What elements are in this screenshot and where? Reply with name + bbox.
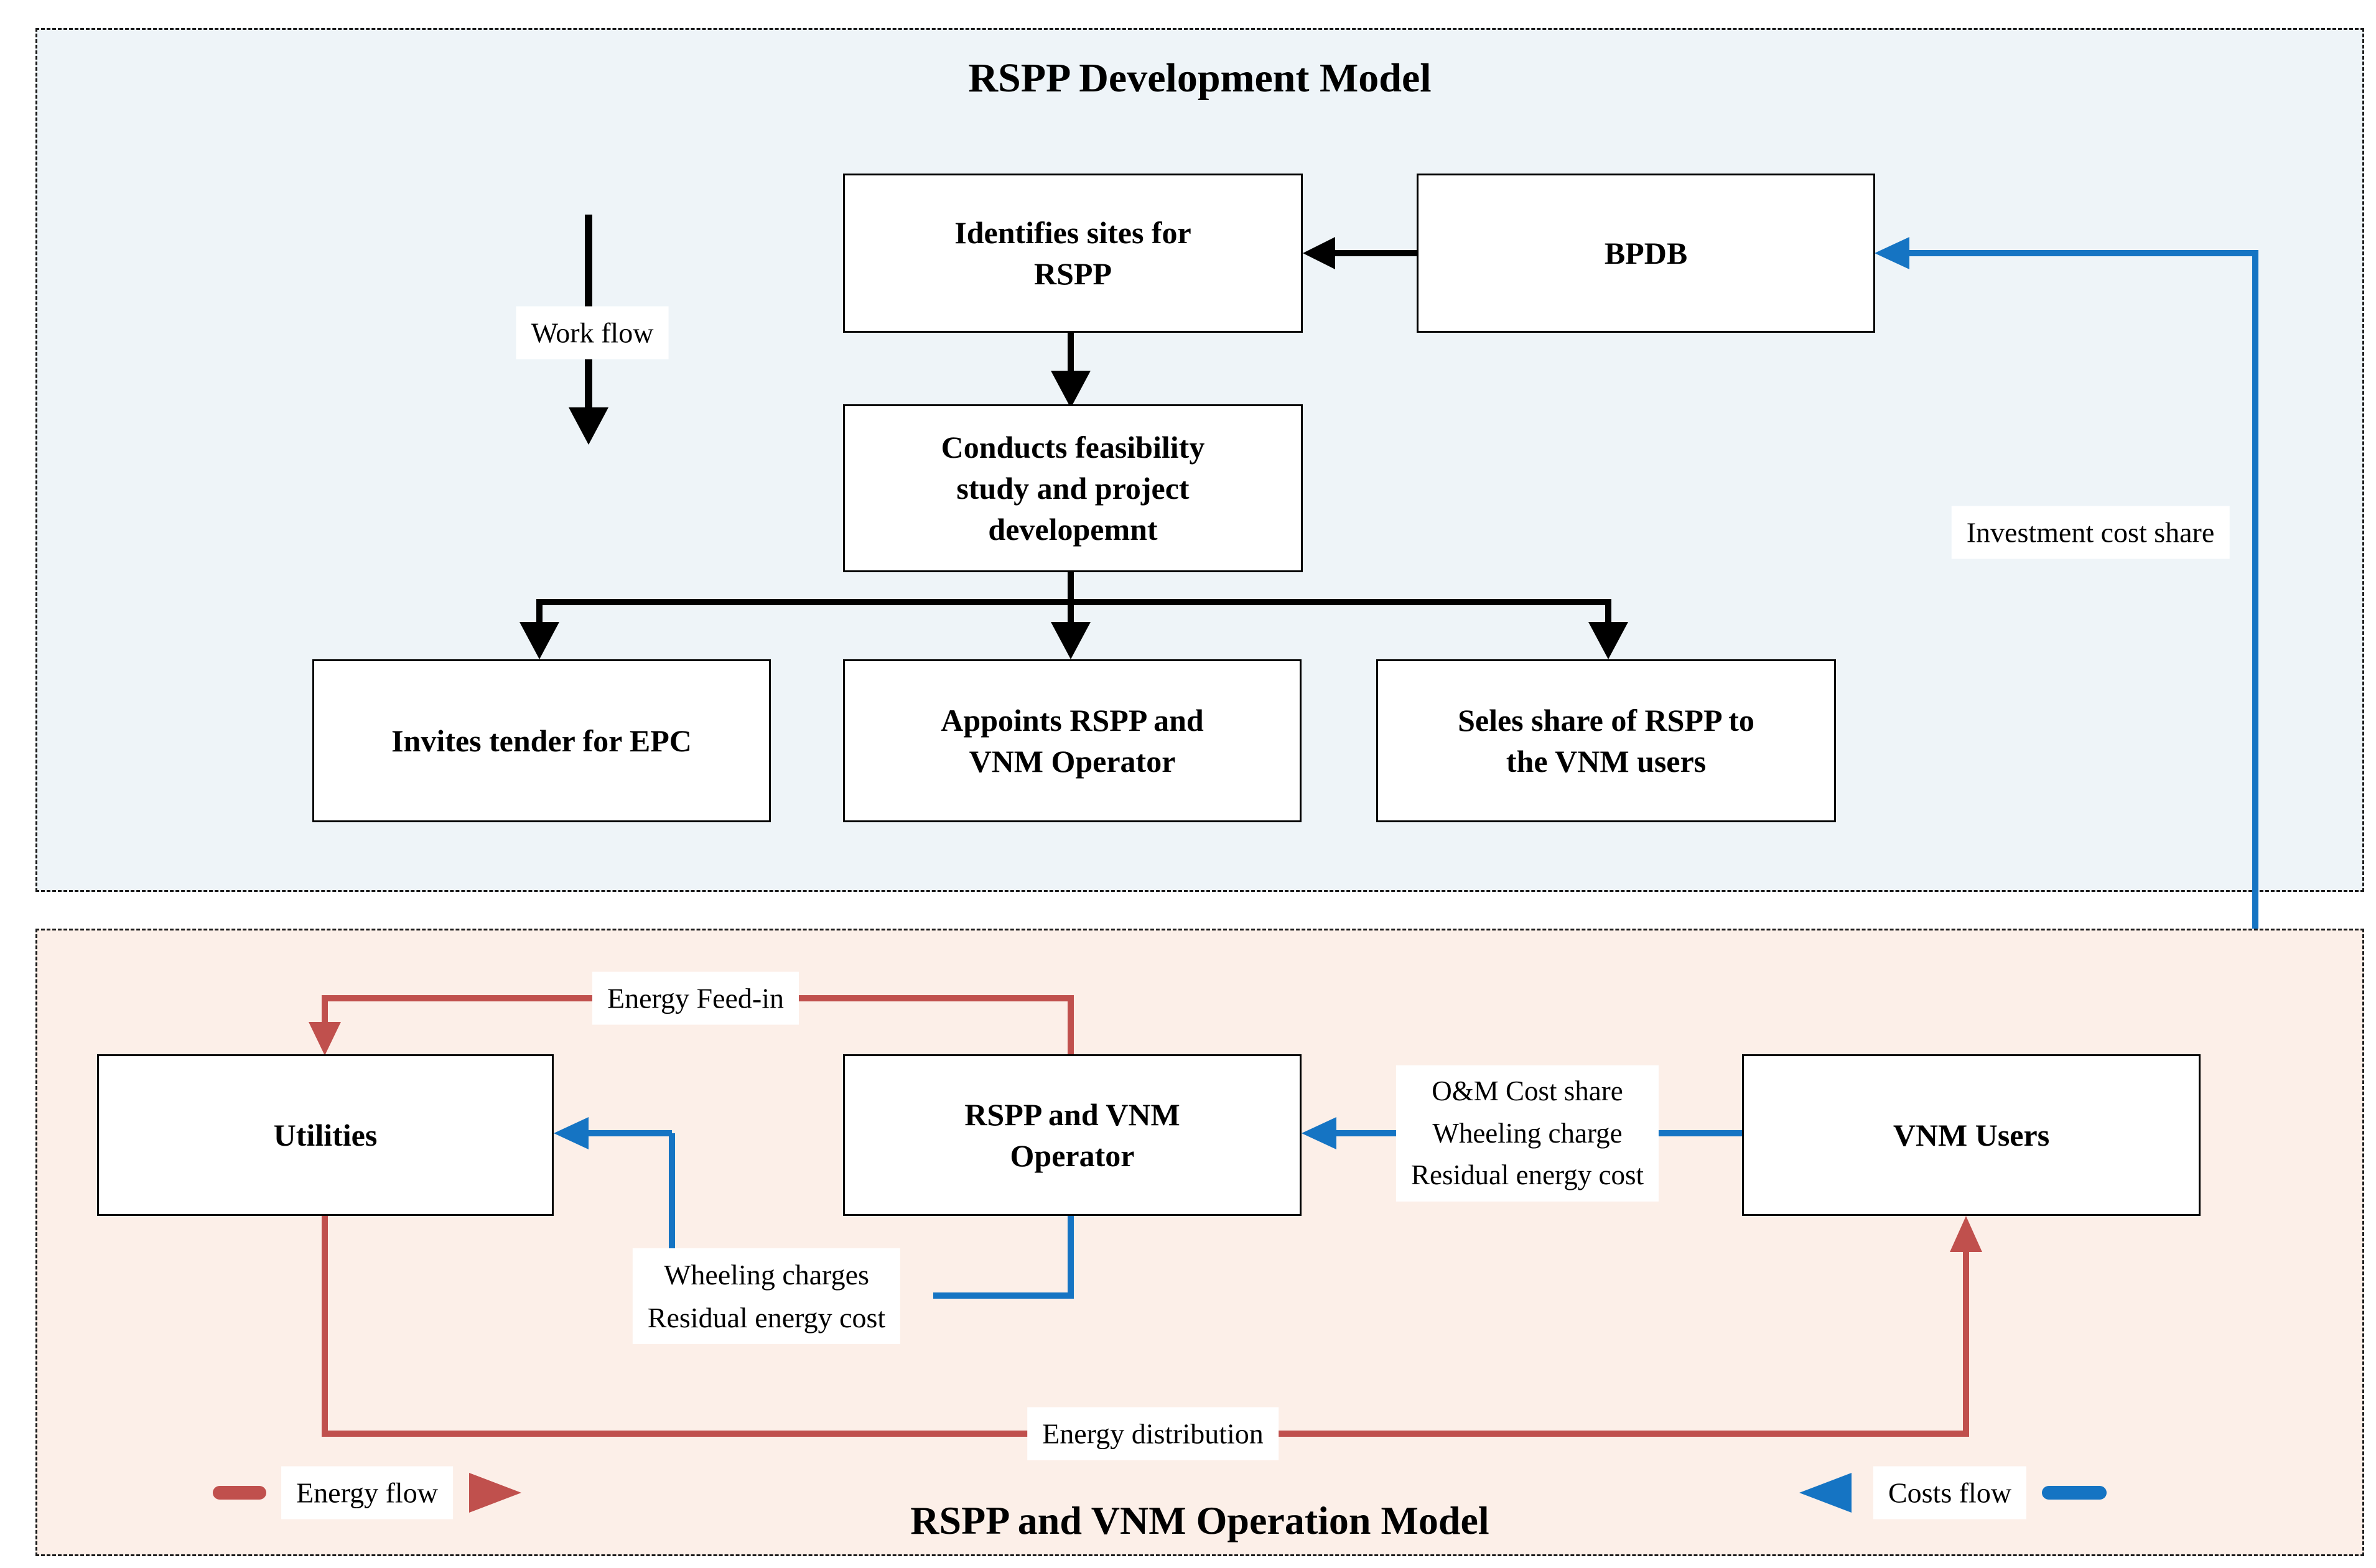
node-bpdb: BPDB (1417, 174, 1875, 333)
distribution-arrowhead-icon (1950, 1216, 1982, 1252)
energy-flow-arrowhead-icon (469, 1473, 521, 1513)
node-invites-tender: Invites tender for EPC (312, 659, 771, 822)
workflow-arrowhead-icon (569, 407, 608, 445)
bpdb-to-identifies-arrowhead-icon (1303, 237, 1335, 269)
costs-flow-legend-label: Costs flow (1873, 1466, 2027, 1519)
identifies-to-feasibility-shaft (1068, 333, 1074, 376)
feed-in-line-right (1068, 995, 1074, 1056)
investment-cost-share-label: Investment cost share (1951, 506, 2230, 559)
operation-model-panel (35, 929, 2364, 1556)
branch-arrowhead-left-icon (519, 622, 559, 659)
branch-arrowhead-middle-icon (1051, 622, 1091, 659)
node-identifies-sites: Identifies sites for RSPP (843, 174, 1303, 333)
branch-bar (536, 599, 1611, 605)
branch-drop-middle (1068, 599, 1074, 625)
branch-drop-left (536, 599, 543, 625)
wheeling-line-down (1068, 1216, 1074, 1299)
workflow-label: Work flow (516, 306, 669, 360)
investment-arrowhead-icon (1875, 237, 1909, 269)
wheeling-charges-label: Wheeling charges Residual energy cost (632, 1248, 901, 1344)
node-appoints-operator: Appoints RSPP and VNM Operator (843, 659, 1302, 822)
distribution-line-up (1963, 1249, 1969, 1431)
costs-flow-arrowhead-icon (1799, 1473, 1852, 1513)
node-vnm-users: VNM Users (1742, 1054, 2201, 1216)
development-model-title: RSPP Development Model (968, 55, 1432, 101)
costs-flow-dash-icon (2042, 1486, 2107, 1500)
wheeling-line-up (669, 1133, 675, 1255)
distribution-line-down (322, 1216, 328, 1437)
node-utilities: Utilities (97, 1054, 554, 1216)
feasibility-branch-stem (1068, 572, 1074, 605)
investment-line-vertical (2252, 250, 2258, 1136)
operation-model-title: RSPP and VNM Operation Model (910, 1498, 1489, 1542)
branch-arrowhead-right-icon (1588, 622, 1628, 659)
wheeling-arrowhead-icon (554, 1117, 589, 1149)
energy-distribution-label: Energy distribution (1027, 1407, 1279, 1460)
energy-feed-in-label: Energy Feed-in (592, 972, 799, 1025)
wheeling-line-left (933, 1292, 1068, 1299)
wheeling-line-into-utilities (589, 1130, 672, 1136)
energy-flow-legend-label: Energy flow (281, 1466, 453, 1519)
feed-in-line-left (322, 995, 328, 1025)
identifies-to-feasibility-arrowhead-icon (1051, 371, 1091, 408)
om-cost-arrowhead-icon (1302, 1117, 1336, 1149)
energy-flow-dash-icon (213, 1486, 266, 1500)
investment-line-top (1907, 250, 2258, 256)
node-feasibility-study: Conducts feasibility study and project d… (843, 404, 1303, 572)
om-cost-share-label: O&M Cost share Wheeling charge Residual … (1395, 1065, 1659, 1202)
feed-in-arrowhead-icon (309, 1022, 341, 1055)
bpdb-to-identifies-shaft (1333, 250, 1419, 256)
branch-drop-right (1605, 599, 1611, 625)
node-sells-share: Seles share of RSPP to the VNM users (1376, 659, 1836, 822)
node-operator: RSPP and VNM Operator (843, 1054, 1302, 1216)
